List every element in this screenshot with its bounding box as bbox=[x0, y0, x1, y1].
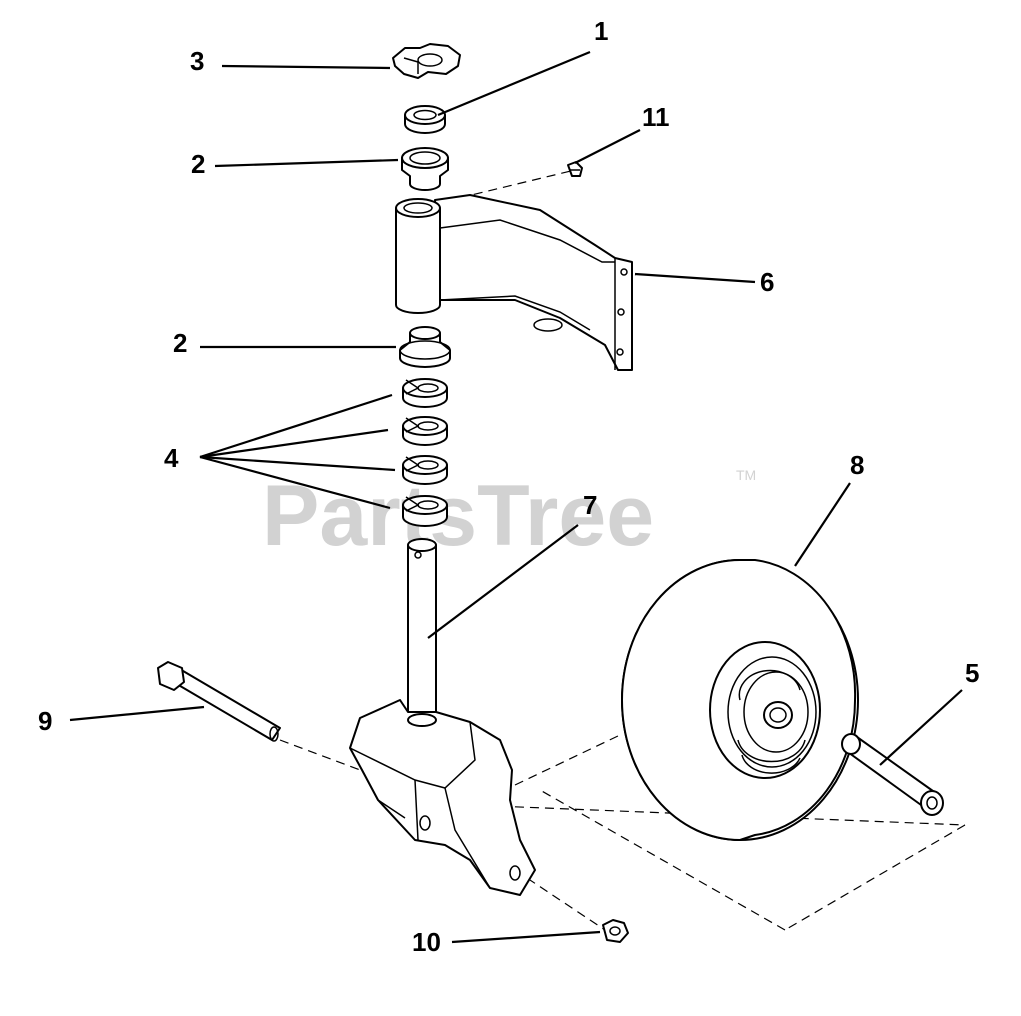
callout-2-lower: 2 bbox=[173, 328, 187, 358]
callout-7: 7 bbox=[583, 490, 597, 520]
callout-6: 6 bbox=[760, 267, 774, 297]
watermark: PartsTree TM bbox=[262, 467, 756, 564]
part-8-wheel-tire bbox=[621, 559, 859, 841]
part-3-clip bbox=[392, 43, 461, 79]
callout-5: 5 bbox=[965, 658, 979, 688]
watermark-trademark: TM bbox=[736, 467, 756, 483]
spacer-1 bbox=[402, 378, 448, 408]
part-2-upper-bearing bbox=[401, 147, 449, 191]
callout-10: 10 bbox=[412, 927, 441, 957]
callout-9: 9 bbox=[38, 706, 52, 736]
part-11-grease-fitting bbox=[567, 161, 583, 177]
callout-labels: 1 2 3 11 6 2 4 7 8 5 9 10 bbox=[38, 16, 979, 957]
callout-2-upper: 2 bbox=[191, 149, 205, 179]
spacer-4 bbox=[402, 495, 448, 527]
leader-lines bbox=[69, 50, 963, 944]
callout-4: 4 bbox=[164, 443, 179, 473]
callout-1: 1 bbox=[594, 16, 608, 46]
part-5-spacer-tube bbox=[841, 733, 944, 816]
callout-3: 3 bbox=[190, 46, 204, 76]
part-1-seal bbox=[404, 105, 446, 134]
part-2-lower-bearing bbox=[399, 326, 451, 368]
watermark-text: PartsTree bbox=[262, 468, 654, 564]
part-10-nut bbox=[602, 919, 629, 943]
part-4-spacers bbox=[402, 378, 448, 527]
part-9-bolt bbox=[157, 661, 281, 742]
spacer-2 bbox=[402, 416, 448, 446]
part-7-caster-yoke bbox=[349, 538, 536, 896]
callout-11: 11 bbox=[642, 102, 670, 132]
callout-8: 8 bbox=[850, 450, 864, 480]
part-6-mounting-bracket bbox=[395, 194, 633, 371]
spacer-3 bbox=[402, 455, 448, 485]
